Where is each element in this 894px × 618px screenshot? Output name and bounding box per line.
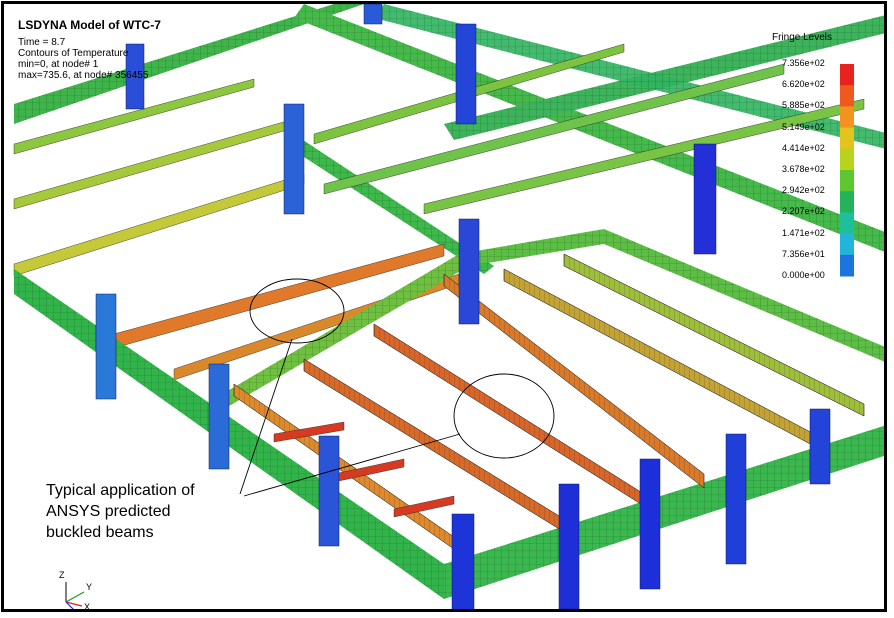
contours-label: Contours of Temperature	[18, 48, 129, 59]
lower-beams	[233, 253, 865, 557]
fringe-level-label: 4.414e+02	[782, 142, 825, 153]
structural-model-view	[13, 4, 884, 609]
axis-z-label: Z	[59, 570, 65, 580]
fringe-band	[840, 170, 854, 192]
annotation-line-3: buckled beams	[46, 524, 154, 541]
min-readout: min=0, at node# 1	[18, 59, 99, 70]
annotation-line-2: ANSYS predicted	[46, 503, 171, 520]
axis-triad-icon	[65, 582, 85, 609]
axis-x-label: X	[84, 602, 91, 612]
leader-line-1	[239, 338, 293, 495]
upper-girders	[14, 4, 884, 274]
fringe-level-label: 6.620e+02	[782, 79, 825, 90]
fringe-band	[840, 148, 854, 171]
model-title: LSDYNA Model of WTC-7	[18, 18, 161, 32]
fringe-level-label: 3.678e+02	[782, 164, 825, 174]
fringe-level-label: 2.207e+02	[782, 206, 825, 217]
fringe-band	[840, 254, 854, 277]
fringe-level-label: 5.149e+02	[782, 121, 825, 132]
buckle-ellipse-lower	[453, 373, 555, 459]
buckled-beams-annotation: Typical application of ANSYS predicted b…	[46, 480, 195, 543]
columns	[95, 4, 831, 609]
fringe-level-label: 0.000e+00	[782, 270, 825, 280]
fringe-band	[840, 127, 854, 150]
fringe-level-label: 7.356e+02	[782, 58, 825, 68]
fringe-band	[840, 233, 854, 256]
fringe-band	[840, 85, 854, 107]
fringe-band	[840, 106, 854, 129]
figure-frame: LSDYNA Model of WTC-7 Time = 8.7 Contour…	[1, 1, 887, 612]
fringe-level-label: 1.471e+02	[782, 227, 825, 238]
max-readout: max=735.6, at node# 356455	[18, 70, 149, 81]
leader-line-2	[243, 433, 461, 497]
fringe-levels-title: Fringe Levels	[772, 32, 833, 43]
fringe-level-label: 7.356e+01	[782, 248, 825, 259]
annotation-line-1: Typical application of	[46, 482, 195, 499]
fringe-level-label: 5.885e+02	[782, 100, 825, 111]
fringe-level-label: 2.942e+02	[782, 185, 825, 196]
axis-y-label: Y	[86, 582, 93, 592]
fringe-band	[840, 212, 854, 235]
time-readout: Time = 8.7	[18, 37, 66, 48]
fringe-band	[840, 64, 854, 86]
buckle-ellipse-upper	[249, 278, 345, 344]
fringe-band	[840, 191, 854, 213]
fringe-colorbar	[840, 64, 854, 277]
